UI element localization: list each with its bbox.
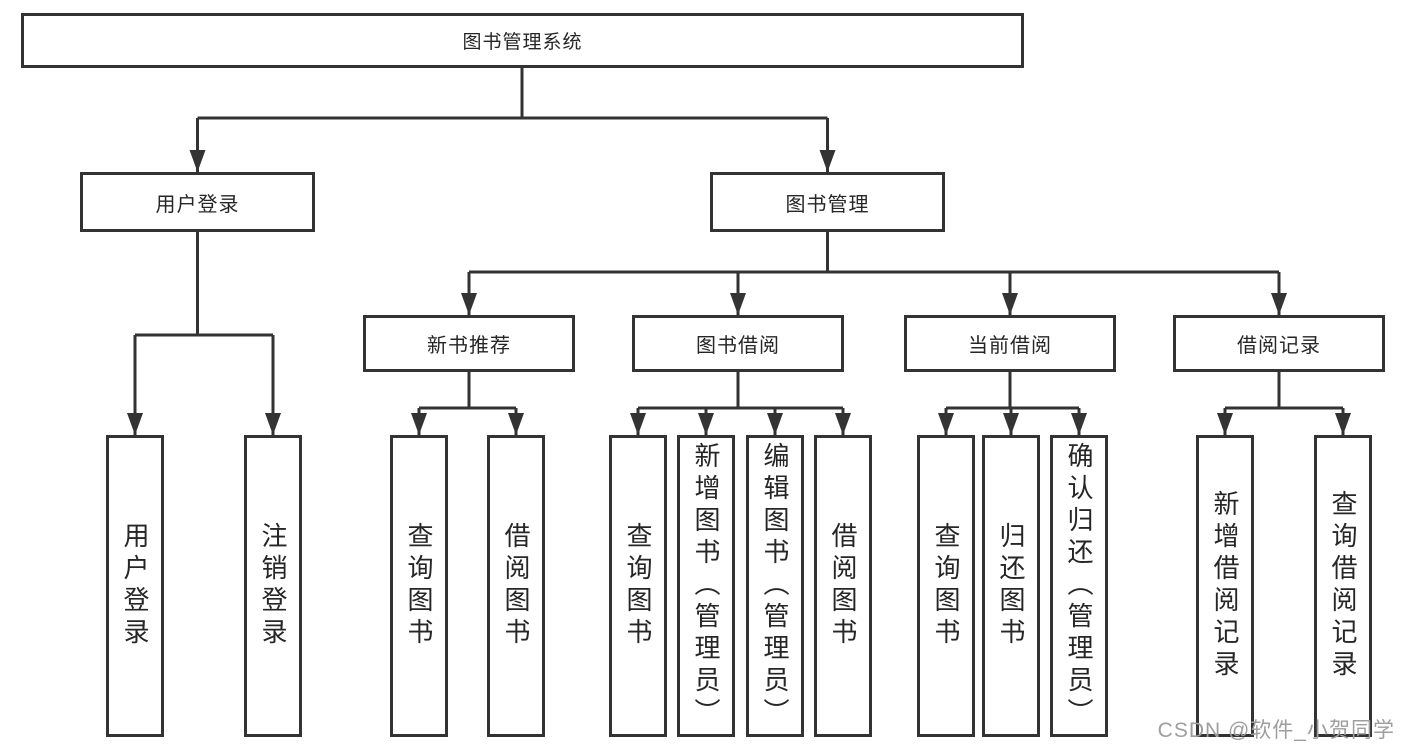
- leaf-query-books-1-label: 查询图书: [404, 522, 434, 650]
- leaf-query-books-2-label: 查询图书: [623, 522, 653, 650]
- leaf-add-borrow-record: 新增借阅记录: [1196, 435, 1254, 737]
- leaf-logout-label: 注销登录: [258, 522, 288, 650]
- node-user-login-label: 用户登录: [155, 193, 240, 216]
- leaf-query-borrow-record-label: 查询借阅记录: [1328, 490, 1358, 682]
- leaf-query-books-3: 查询图书: [917, 435, 975, 737]
- leaf-query-books-2: 查询图书: [609, 435, 667, 737]
- leaf-borrow-books-1: 借阅图书: [487, 435, 545, 737]
- leaf-query-books-3-label: 查询图书: [931, 522, 961, 650]
- leaf-borrow-books-1-label: 借阅图书: [501, 522, 531, 650]
- leaf-add-books-admin: 新增图书（管理员）: [677, 435, 735, 737]
- root-node-label: 图书管理系统: [462, 32, 583, 53]
- leaf-user-login-label: 用户登录: [120, 522, 150, 650]
- node-book-management: 图书管理: [710, 172, 945, 232]
- root-node-library-system: 图书管理系统: [21, 13, 1024, 68]
- leaf-edit-books-admin-label: 编辑图书（管理员）: [760, 442, 790, 730]
- node-book-borrowing-label: 图书借阅: [696, 335, 780, 357]
- node-new-book-recommend: 新书推荐: [363, 315, 575, 372]
- leaf-return-books: 归还图书: [982, 435, 1040, 737]
- leaf-logout: 注销登录: [244, 435, 302, 737]
- leaf-user-login: 用户登录: [106, 435, 164, 737]
- leaf-confirm-return-admin: 确认归还（管理员）: [1050, 435, 1108, 737]
- leaf-borrow-books-2: 借阅图书: [814, 435, 872, 737]
- node-borrow-records-label: 借阅记录: [1237, 335, 1321, 357]
- node-new-book-recommend-label: 新书推荐: [427, 335, 511, 357]
- leaf-confirm-return-admin-label: 确认归还（管理员）: [1064, 442, 1094, 730]
- leaf-query-books-1: 查询图书: [390, 435, 448, 737]
- node-current-borrowing-label: 当前借阅: [968, 335, 1052, 357]
- leaf-query-borrow-record: 查询借阅记录: [1314, 435, 1372, 737]
- leaf-return-books-label: 归还图书: [996, 522, 1026, 650]
- node-book-management-label: 图书管理: [785, 193, 870, 216]
- leaf-edit-books-admin: 编辑图书（管理员）: [746, 435, 804, 737]
- node-borrow-records: 借阅记录: [1173, 315, 1385, 372]
- leaf-add-borrow-record-label: 新增借阅记录: [1210, 490, 1240, 682]
- node-user-login: 用户登录: [80, 172, 315, 232]
- node-current-borrowing: 当前借阅: [904, 315, 1116, 372]
- leaf-borrow-books-2-label: 借阅图书: [828, 522, 858, 650]
- leaf-add-books-admin-label: 新增图书（管理员）: [691, 442, 721, 730]
- node-book-borrowing: 图书借阅: [632, 315, 844, 372]
